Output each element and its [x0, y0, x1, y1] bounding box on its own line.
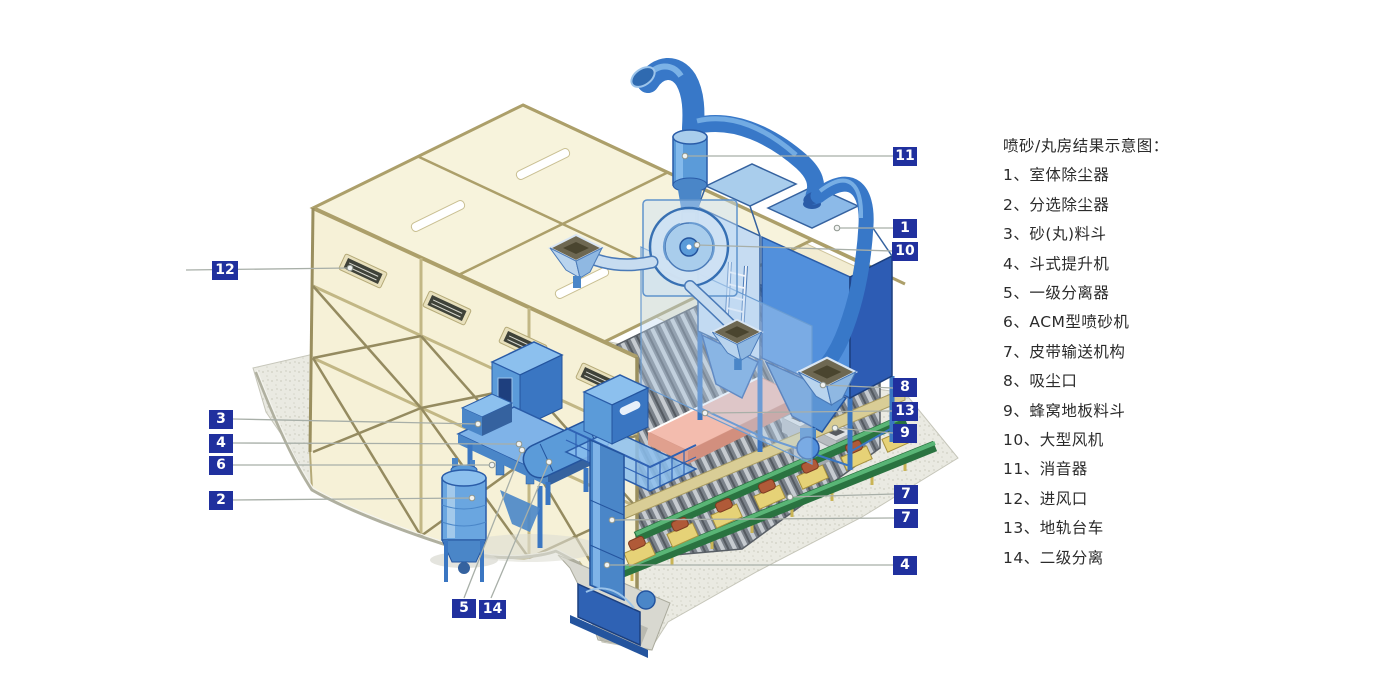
legend-item-2: 2、分选除尘器 [1003, 191, 1363, 220]
item-label: 砂(丸)料斗 [1029, 225, 1107, 244]
legend-item-14: 14、二级分离 [1003, 544, 1363, 573]
item-number: 7 [1003, 342, 1014, 361]
callout-target-dots [346, 152, 841, 569]
item-label: 进风口 [1039, 489, 1088, 508]
item-separator: 、 [1013, 254, 1030, 273]
badge-12-air-inlet: 12 [212, 261, 238, 280]
legend-item-10: 10、大型风机 [1003, 426, 1363, 455]
badge-6-acm-blaster: 6 [209, 456, 233, 475]
badge-8-suction-inlet: 8 [893, 378, 917, 397]
item-separator: 、 [1013, 166, 1030, 185]
item-label: 皮带输送机构 [1029, 342, 1126, 361]
badge-9-floor-hopper: 9 [893, 424, 917, 443]
item-number: 9 [1003, 401, 1014, 420]
item-label: 消音器 [1039, 460, 1088, 479]
item-separator: 、 [1023, 519, 1040, 538]
badge-7-belt-conveyor-upper: 7 [894, 485, 918, 504]
item-number: 8 [1003, 372, 1014, 391]
item-label: 室体除尘器 [1029, 166, 1110, 185]
legend-item-7: 7、皮带输送机构 [1003, 338, 1363, 367]
legend-item-13: 13、地轨台车 [1003, 514, 1363, 543]
legend-item-4: 4、斗式提升机 [1003, 250, 1363, 279]
item-separator: 、 [1023, 489, 1040, 508]
item-label: 吸尘口 [1029, 372, 1078, 391]
badge-4-bucket-elevator-right: 4 [893, 556, 917, 575]
item-number: 1 [1003, 166, 1014, 185]
badge-7-belt-conveyor-lower: 7 [894, 509, 918, 528]
item-separator: 、 [1023, 431, 1040, 450]
badge-10-large-fan: 10 [892, 242, 918, 261]
item-label: 分选除尘器 [1029, 195, 1110, 214]
item-number: 14 [1003, 548, 1024, 567]
legend-item-12: 12、进风口 [1003, 485, 1363, 514]
legend: 喷砂/丸房结果示意图： 1、室体除尘器 2、分选除尘器 3、砂(丸)料斗 4、斗… [1003, 132, 1363, 573]
legend-item-11: 11、消音器 [1003, 455, 1363, 484]
item-label: ACM型喷砂机 [1029, 313, 1130, 332]
item-separator: 、 [1013, 284, 1030, 303]
badge-2-separator-collector: 2 [209, 491, 233, 510]
badge-11-silencer: 11 [893, 147, 917, 166]
badge-1-dust-collector: 1 [893, 219, 917, 238]
legend-item-3: 3、砂(丸)料斗 [1003, 220, 1363, 249]
item-number: 5 [1003, 284, 1014, 303]
legend-title: 喷砂/丸房结果示意图： [1003, 137, 1169, 155]
suction-duct-right [810, 176, 874, 376]
legend-item-8: 8、吸尘口 [1003, 367, 1363, 396]
item-separator: 、 [1023, 460, 1040, 479]
item-label: 地轨台车 [1039, 519, 1104, 538]
blast-machine-group [448, 341, 611, 562]
item-number: 13 [1003, 519, 1024, 538]
item-number: 11 [1003, 460, 1024, 479]
item-label: 蜂窝地板料斗 [1029, 401, 1126, 420]
item-number: 3 [1003, 225, 1014, 244]
item-label: 大型风机 [1039, 431, 1104, 450]
item-separator: 、 [1013, 342, 1030, 361]
legend-item-1: 1、室体除尘器 [1003, 161, 1363, 190]
item-label: 斗式提升机 [1029, 254, 1110, 273]
large-fan [642, 199, 738, 297]
badge-5-primary-separator: 5 [452, 599, 476, 618]
badge-14-secondary-separator: 14 [479, 600, 506, 619]
item-number: 4 [1003, 254, 1014, 273]
suction-inlet-8 [795, 356, 859, 407]
badge-4-bucket-elevator-left: 4 [209, 434, 233, 453]
badge-13-rail-cart: 13 [892, 402, 918, 421]
legend-item-5: 5、一级分离器 [1003, 279, 1363, 308]
item-separator: 、 [1013, 225, 1030, 244]
item-number: 12 [1003, 489, 1024, 508]
item-label: 二级分离 [1039, 548, 1104, 567]
item-separator: 、 [1013, 372, 1030, 391]
item-number: 10 [1003, 431, 1024, 450]
item-separator: 、 [1013, 313, 1030, 332]
callout-leader-lines [185, 155, 895, 599]
item-separator: 、 [1013, 401, 1030, 420]
item-number: 6 [1003, 313, 1014, 332]
bucket-elevator [564, 374, 698, 658]
legend-item-9: 9、蜂窝地板料斗 [1003, 397, 1363, 426]
item-separator: 、 [1023, 548, 1040, 567]
suction-inlet-hoppers [547, 233, 859, 407]
badge-3-sand-hopper: 3 [209, 410, 233, 429]
item-label: 一级分离器 [1029, 284, 1110, 303]
item-number: 2 [1003, 195, 1014, 214]
item-separator: 、 [1013, 195, 1030, 214]
legend-item-6: 6、ACM型喷砂机 [1003, 308, 1363, 337]
